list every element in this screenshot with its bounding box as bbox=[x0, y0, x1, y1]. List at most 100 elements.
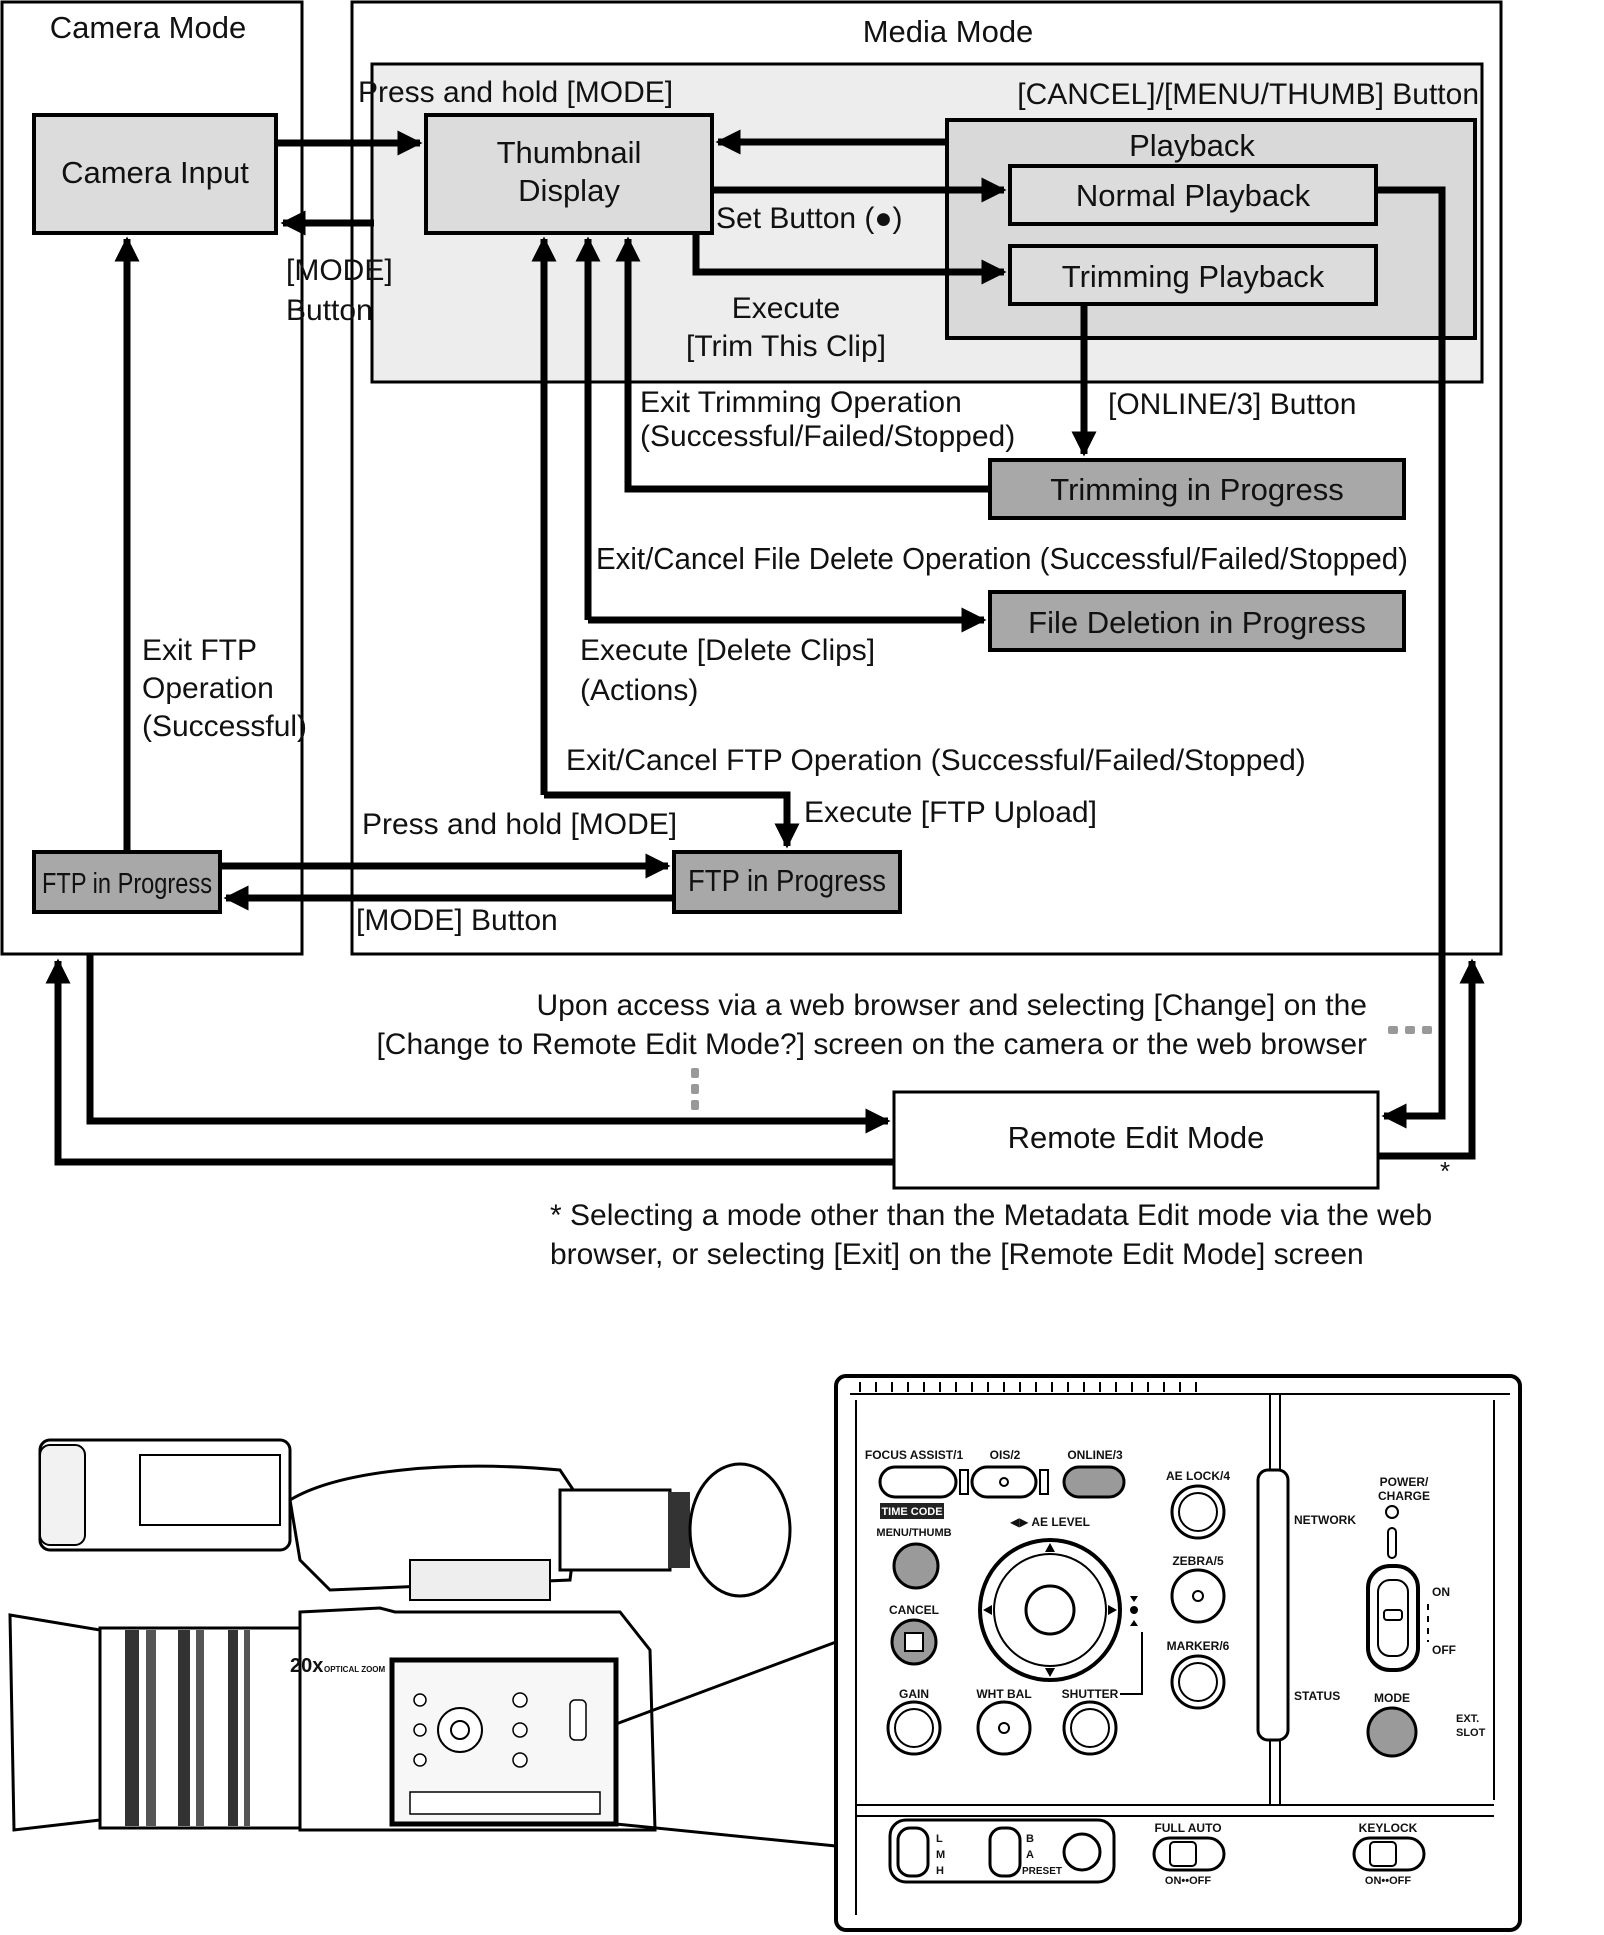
label-exit-trimming-1: Exit Trimming Operation bbox=[640, 386, 962, 419]
panel-off-label: OFF bbox=[1432, 1643, 1456, 1657]
label-exit-cancel-file-delete: Exit/Cancel File Delete Operation (Succe… bbox=[596, 541, 1408, 576]
thumbnail-display-line-1: Thumbnail bbox=[497, 135, 642, 170]
camera-zoom-label: 20x bbox=[290, 1655, 323, 1677]
panel-ae-lock-label: AE LOCK/4 bbox=[1166, 1469, 1230, 1483]
label-mode-button-top-1: [MODE] bbox=[286, 254, 393, 287]
camera-mode-title: Camera Mode bbox=[50, 10, 246, 45]
label-web-browser-1: Upon access via a web browser and select… bbox=[537, 989, 1368, 1022]
arrow-normal-playback-to-remote bbox=[1376, 186, 1446, 1129]
trimming-in-progress-label: Trimming in Progress bbox=[1050, 472, 1343, 507]
label-exit-ftp-3: (Successful) bbox=[142, 710, 307, 743]
dotted-link-horizontal bbox=[1388, 1026, 1432, 1034]
zoom-callout-line-top bbox=[615, 1640, 837, 1726]
panel-ois-label: OIS/2 bbox=[990, 1448, 1021, 1462]
arrow-remote-to-camera-mode bbox=[45, 958, 894, 1166]
arrow-camera-mode-to-remote bbox=[86, 954, 891, 1134]
label-asterisk: * bbox=[1440, 1156, 1450, 1186]
dotted-link-vertical bbox=[691, 1068, 699, 1110]
label-execute-trim-2: [Trim This Clip] bbox=[686, 330, 886, 363]
panel-full-auto-on-off: ON••OFF bbox=[1165, 1875, 1211, 1887]
label-execute-delete-1: Execute [Delete Clips] bbox=[580, 634, 875, 667]
panel-marker-label: MARKER/6 bbox=[1167, 1639, 1230, 1653]
trimming-playback-box bbox=[1008, 244, 1378, 306]
arrow-remote-to-media-mode bbox=[1378, 958, 1485, 1160]
panel-preset-label: PRESET bbox=[1022, 1866, 1062, 1877]
label-cancel-menu-thumb: [CANCEL]/[MENU/THUMB] Button bbox=[1017, 78, 1479, 111]
ftp-in-progress-media-label: FTP in Progress bbox=[688, 863, 886, 898]
playback-label: Playback bbox=[1129, 128, 1255, 163]
online-button[interactable] bbox=[1062, 1465, 1126, 1499]
lens-rings bbox=[125, 1630, 250, 1826]
label-set-button: Set Button (●) bbox=[716, 202, 903, 235]
panel-ext-slot-line-1: EXT. bbox=[1456, 1713, 1479, 1725]
panel-ae-level-label: ◀▶ AE LEVEL bbox=[1010, 1515, 1090, 1529]
camera-mode-frame bbox=[0, 0, 304, 956]
panel-keylock-on-off: ON••OFF bbox=[1365, 1875, 1411, 1887]
footnote-line-1: * Selecting a mode other than the Metada… bbox=[550, 1199, 1432, 1232]
panel-wht-bal-label: WHT BAL bbox=[976, 1687, 1031, 1701]
arrow-to-ftp-upload bbox=[544, 791, 800, 849]
remote-edit-mode-label: Remote Edit Mode bbox=[1008, 1120, 1265, 1155]
panel-ba-a: A bbox=[1026, 1849, 1034, 1861]
panel-power-charge-line-1: POWER/ bbox=[1380, 1475, 1429, 1489]
panel-zebra-label: ZEBRA/5 bbox=[1172, 1554, 1224, 1568]
camcorder-illustration: 20x OPTICAL ZOOM bbox=[8, 1438, 792, 1832]
ftp-in-progress-camera-label: FTP in Progress bbox=[42, 868, 212, 900]
panel-shutter-label: SHUTTER bbox=[1062, 1687, 1119, 1701]
label-execute-delete-2: (Actions) bbox=[580, 674, 698, 707]
label-online3-button: [ONLINE/3] Button bbox=[1108, 388, 1356, 421]
panel-cancel-label: CANCEL bbox=[889, 1603, 939, 1617]
trimming-in-progress-box bbox=[988, 458, 1406, 520]
panel-ba-b: B bbox=[1026, 1833, 1034, 1845]
label-exit-cancel-ftp: Exit/Cancel FTP Operation (Successful/Fa… bbox=[566, 744, 1306, 777]
label-press-hold-mode-bottom: Press and hold [MODE] bbox=[362, 808, 677, 841]
zoom-callout-line-bottom bbox=[615, 1822, 837, 1848]
panel-keylock-label: KEYLOCK bbox=[1359, 1821, 1418, 1835]
label-exit-trimming-2: (Successful/Failed/Stopped) bbox=[640, 420, 1015, 453]
label-press-hold-mode-top: Press and hold [MODE] bbox=[358, 76, 673, 109]
panel-network-label: NETWORK bbox=[1294, 1513, 1356, 1527]
trimming-playback-label: Trimming Playback bbox=[1062, 259, 1325, 294]
mode-button[interactable] bbox=[1366, 1706, 1418, 1758]
camera-optical-zoom-label: OPTICAL ZOOM bbox=[324, 1665, 386, 1674]
panel-lmh-h: H bbox=[936, 1865, 944, 1877]
label-exit-ftp-2: Operation bbox=[142, 672, 274, 705]
panel-lmh-m: M bbox=[936, 1849, 945, 1861]
panel-focus-assist-label: FOCUS ASSIST/1 bbox=[865, 1448, 964, 1462]
label-execute-ftp-upload: Execute [FTP Upload] bbox=[804, 796, 1097, 829]
gain-lmh-switch[interactable] bbox=[896, 1826, 930, 1878]
label-exit-ftp-1: Exit FTP bbox=[142, 634, 257, 667]
ftp-in-progress-camera-box bbox=[32, 850, 222, 914]
focus-assist-button[interactable] bbox=[878, 1465, 958, 1499]
panel-lmh-l: L bbox=[936, 1833, 943, 1845]
thumbnail-display-line-2: Display bbox=[518, 173, 620, 208]
wht-bal-set-button[interactable] bbox=[1062, 1832, 1102, 1872]
wht-bal-ba-switch[interactable] bbox=[988, 1826, 1022, 1878]
panel-online-label: ONLINE/3 bbox=[1067, 1448, 1123, 1462]
footnote-line-2: browser, or selecting [Exit] on the [Rem… bbox=[550, 1238, 1364, 1271]
power-charge-lamp bbox=[1385, 1505, 1399, 1519]
label-web-browser-2: [Change to Remote Edit Mode?] screen on … bbox=[376, 1028, 1367, 1061]
label-mode-button-bottom: [MODE] Button bbox=[356, 904, 558, 937]
panel-menu-thumb-label: MENU/THUMB bbox=[876, 1527, 951, 1539]
normal-playback-box bbox=[1008, 164, 1378, 226]
set-button[interactable] bbox=[1024, 1584, 1076, 1636]
panel-ext-slot-line-2: SLOT bbox=[1456, 1727, 1486, 1739]
panel-on-label: ON bbox=[1432, 1585, 1450, 1599]
panel-time-code-label: TIME CODE bbox=[881, 1506, 942, 1518]
remote-edit-mode-box bbox=[892, 1090, 1380, 1190]
camera-input-label: Camera Input bbox=[61, 155, 249, 190]
control-panel-closeup: FOCUS ASSIST/1 OIS/2 ONLINE/3 TIME CODE … bbox=[834, 1374, 1522, 1932]
file-deletion-in-progress-box bbox=[988, 590, 1406, 652]
media-mode-title: Media Mode bbox=[863, 14, 1034, 49]
label-execute-trim-1: Execute bbox=[732, 292, 840, 325]
menu-thumb-button[interactable] bbox=[892, 1542, 940, 1590]
panel-full-auto-label: FULL AUTO bbox=[1154, 1821, 1221, 1835]
camera-input-box bbox=[32, 113, 278, 235]
label-mode-button-top-2: Button bbox=[286, 294, 373, 327]
panel-gain-label: GAIN bbox=[899, 1687, 929, 1701]
media-mode-frame bbox=[350, 0, 1503, 956]
panel-status-label: STATUS bbox=[1294, 1689, 1340, 1703]
thumbnail-display-box bbox=[424, 113, 714, 235]
